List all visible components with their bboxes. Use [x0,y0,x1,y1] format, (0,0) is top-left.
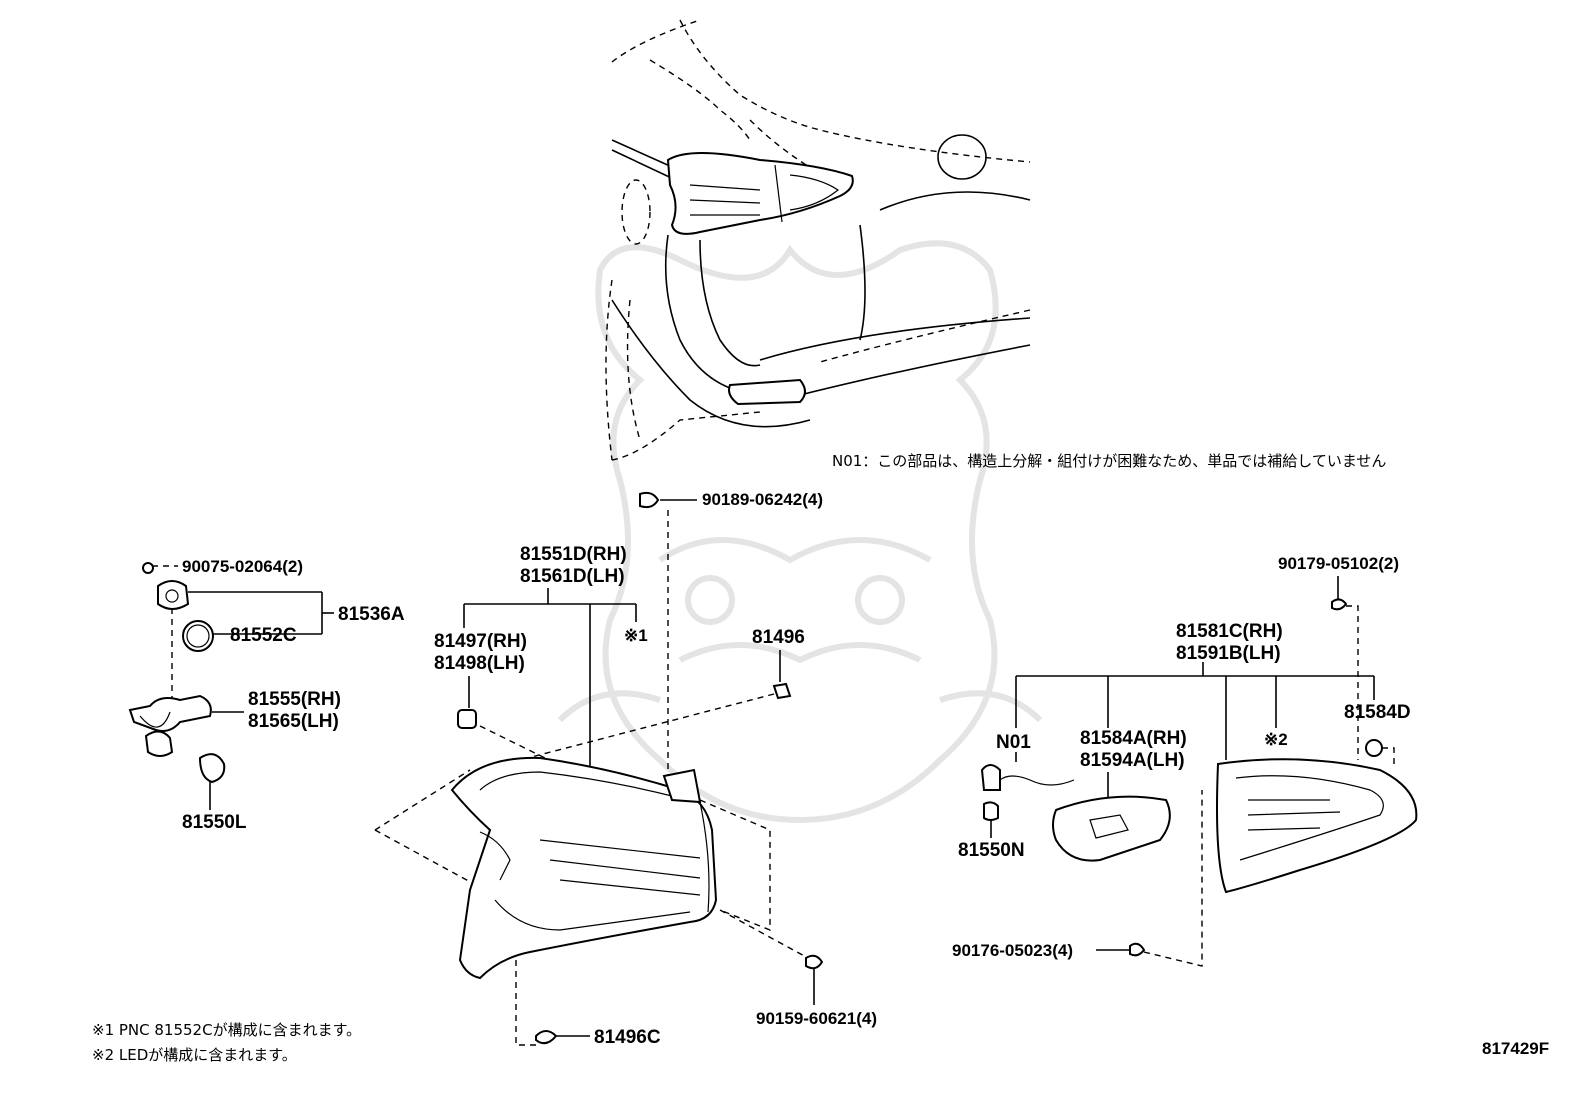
garnish-lamp-assembly [980,598,1418,957]
label-mark-2: ※2 [1264,730,1288,749]
label-90159-60621: 90159-60621(4) [756,1009,877,1028]
footnote-1: ※1 PNC 81552Cが構成に含まれます。 [92,1021,361,1039]
diagram-code: 817429F [1482,1039,1549,1058]
leader-lines [152,499,1395,1046]
label-81550L: 81550L [182,812,247,833]
label-81496: 81496 [752,627,805,648]
label-81552C: 81552C [230,625,297,646]
label-90189-06242: 90189-06242(4) [702,490,823,509]
label-81555-rh: 81555(RH) [248,689,341,710]
label-81561D-lh: 81561D(LH) [520,566,625,587]
label-81584D: 81584D [1344,702,1411,723]
label-n01: N01 [996,732,1031,753]
note-n01: N01：この部品は、構造上分解・組付けが困難なため、単品では補給していません [832,452,1386,470]
label-81551D-rh: 81551D(RH) [520,544,627,565]
label-81581C-rh: 81581C(RH) [1176,621,1283,642]
label-81594A-lh: 81594A(LH) [1080,750,1185,771]
rear-combination-lamp [450,491,824,1045]
label-90075-02064: 90075-02064(2) [182,557,303,576]
label-81550N: 81550N [958,840,1025,861]
socket-assembly [128,562,226,784]
label-81565-lh: 81565(LH) [248,711,339,732]
label-81496C: 81496C [594,1027,661,1048]
label-90179-05102: 90179-05102(2) [1278,554,1399,573]
label-81497-rh: 81497(RH) [434,631,527,652]
label-81591B-lh: 81591B(LH) [1176,643,1281,664]
label-90176-05023: 90176-05023(4) [952,941,1073,960]
watermark-emblem [557,240,1043,824]
label-81498-lh: 81498(LH) [434,653,525,674]
label-81536A: 81536A [338,604,405,625]
footnote-2: ※2 LEDが構成に含まれます。 [92,1046,297,1064]
vehicle-rear-illustration [605,19,1031,461]
label-81584A-rh: 81584A(RH) [1080,728,1187,749]
label-mark-1: ※1 [624,626,648,645]
